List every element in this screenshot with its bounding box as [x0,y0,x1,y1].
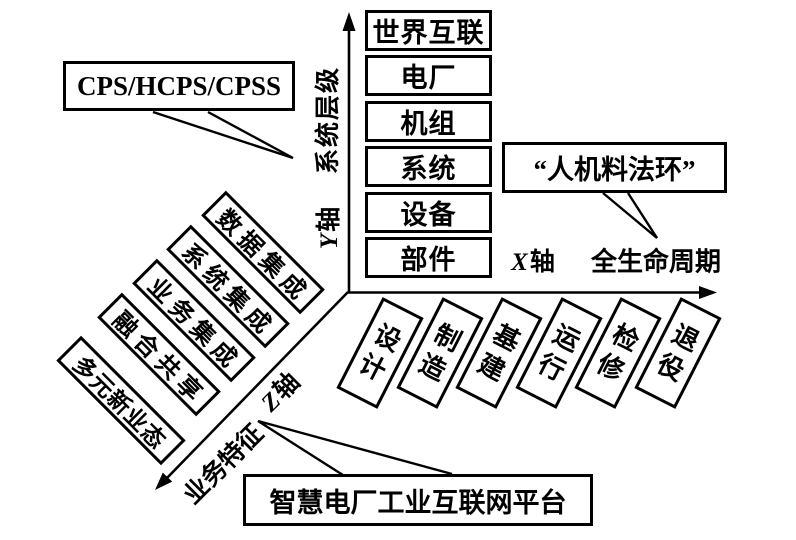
y-axis-name: Y轴 [309,207,345,249]
platform-callout-tail [257,419,453,479]
x-axis-title: 全生命周期 [590,247,722,277]
y-level-box-unit: 机组 [365,101,492,142]
y-level-box-system: 系统 [365,146,492,187]
x-axis-word: 轴 [529,249,555,276]
y-axis-arrowhead-icon [342,12,356,31]
y-axis-word: 轴 [316,206,343,232]
elements-callout-tail [602,192,659,239]
z-axis-line [166,291,349,479]
z-axis-arrowhead-icon [155,472,173,490]
x-axis-arrowhead-icon [699,286,717,299]
x-axis-name: X轴 [511,242,555,278]
cps-callout-tail [152,110,294,160]
platform-callout-box: 智慧电厂工业互联网平台 [243,474,593,526]
y-level-box-component: 部件 [365,237,492,278]
y-axis-letter: Y [316,233,343,250]
x-axis-letter: X [511,249,528,276]
y-level-box-equipment: 设备 [365,192,492,233]
y-level-box-plant: 电厂 [365,55,492,96]
cps-callout-box: CPS/HCPS/CPSS [63,61,295,111]
elements-callout-box: “人机料法环” [502,142,727,193]
y-axis-title: 系统层级 [315,65,342,175]
y-level-box-world: 世界互联 [365,10,492,51]
